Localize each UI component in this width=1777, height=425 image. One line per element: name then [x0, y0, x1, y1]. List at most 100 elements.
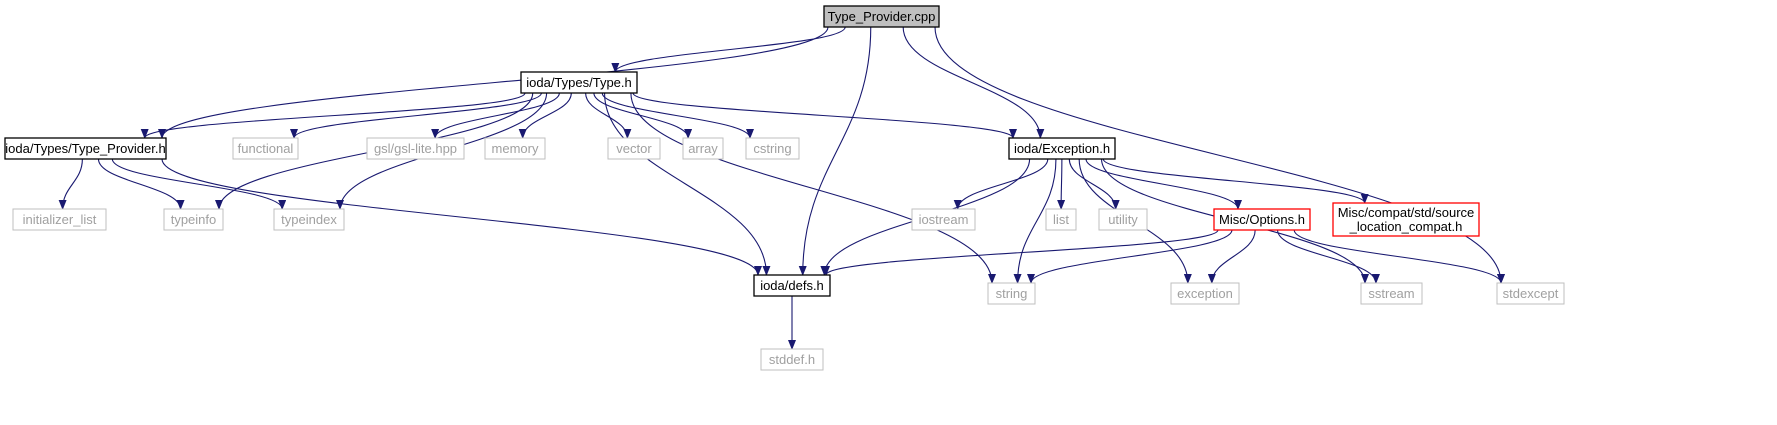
node-label-stdexcept: stdexcept [1503, 286, 1559, 301]
node-box-memory [484, 137, 546, 160]
edges-layer [58, 26, 1505, 350]
node-label-gsl_lite: gsl/gsl-lite.hpp [374, 141, 457, 156]
node-box-gsl_lite [366, 137, 465, 160]
edge-ioda_types_type_h-to-array [593, 92, 693, 139]
edge-ioda_types_type_provider_h-to-typeinfo [97, 158, 185, 210]
node-string: string [987, 282, 1036, 305]
node-label-ioda_defs_h: ioda/defs.h [760, 278, 824, 293]
node-label-ioda_exception_h: ioda/Exception.h [1014, 141, 1110, 156]
node-cstring: cstring [745, 137, 800, 160]
node-box-stddef_h [760, 348, 824, 371]
node-box-vector [607, 137, 661, 160]
node-box-ioda_exception_h [1008, 137, 1116, 160]
node-box-type_provider_cpp [823, 5, 940, 28]
edge-ioda_exception_h-to-iostream [953, 158, 1049, 210]
node-box-initializer_list [12, 208, 107, 231]
node-label-stddef_h: stddef.h [769, 352, 815, 367]
node-box-typeinfo [163, 208, 224, 231]
edge-misc_options_h-to-stdexcept [1293, 229, 1505, 284]
node-box-string [987, 282, 1036, 305]
node-box-misc_source_location [1332, 202, 1480, 237]
edge-type_provider_cpp-to-ioda_exception_h [902, 26, 1045, 139]
node-type_provider_cpp[interactable]: Type_Provider.cpp [823, 5, 940, 28]
node-label-memory: memory [492, 141, 539, 156]
node-box-sstream [1360, 282, 1423, 305]
node-box-cstring [745, 137, 800, 160]
edge-type_provider_cpp-to-stdexcept [934, 26, 1505, 284]
node-label-vector: vector [616, 141, 652, 156]
node-label-misc_source_location-line-1: _location_compat.h [1349, 219, 1463, 234]
node-box-functional [232, 137, 299, 160]
node-ioda_defs_h[interactable]: ioda/defs.h [753, 274, 831, 297]
node-vector: vector [607, 137, 661, 160]
edge-misc_options_h-to-ioda_defs_h [822, 229, 1219, 276]
node-box-typeindex [273, 208, 345, 231]
edge-ioda_types_type_h-to-ioda_exception_h [632, 92, 1017, 139]
node-box-ioda_types_type_h [520, 71, 638, 94]
node-label-typeindex: typeindex [281, 212, 337, 227]
edge-type_provider_cpp-to-ioda_types_type_provider_h [158, 26, 829, 139]
nodes-layer: Type_Provider.cpp ioda/Types/Type.h ioda/T… [4, 5, 1565, 371]
node-functional: functional [232, 137, 299, 160]
node-box-exception [1170, 282, 1240, 305]
edge-ioda_types_type_provider_h-to-typeindex [111, 158, 287, 210]
node-typeinfo: typeinfo [163, 208, 224, 231]
node-ioda_types_type_provider_h[interactable]: ioda/Types/Type_Provider.h [4, 137, 167, 160]
node-label-misc_source_location-line-0: Misc/compat/std/source [1338, 205, 1475, 220]
edge-ioda_exception_h-to-utility [1068, 158, 1120, 210]
node-ioda_types_type_h[interactable]: ioda/Types/Type.h [520, 71, 638, 94]
edge-ioda_exception_h-to-list [1057, 158, 1066, 210]
node-stdexcept: stdexcept [1496, 282, 1565, 305]
node-box-misc_options_h [1213, 208, 1311, 231]
node-sstream: sstream [1360, 282, 1423, 305]
node-utility: utility [1098, 208, 1148, 231]
node-label-misc_options_h: Misc/Options.h [1219, 212, 1305, 227]
node-gsl_lite: gsl/gsl-lite.hpp [366, 137, 465, 160]
node-label-string: string [996, 286, 1028, 301]
edge-ioda_types_type_provider_h-to-ioda_defs_h [161, 158, 762, 276]
node-label-initializer_list: initializer_list [23, 212, 97, 227]
node-stddef_h: stddef.h [760, 348, 824, 371]
node-box-ioda_defs_h [753, 274, 831, 297]
edge-misc_options_h-to-string [1027, 229, 1233, 284]
edge-ioda_types_type_h-to-memory [518, 92, 572, 139]
node-typeindex: typeindex [273, 208, 345, 231]
node-box-stdexcept [1496, 282, 1565, 305]
edge-misc_options_h-to-sstream [1276, 229, 1380, 284]
node-label-typeinfo: typeinfo [171, 212, 217, 227]
edge-ioda_types_type_h-to-ioda_types_type_provider_h [140, 92, 526, 139]
node-box-utility [1098, 208, 1148, 231]
edge-type_provider_cpp-to-ioda_types_type_h [611, 26, 846, 73]
node-label-array: array [688, 141, 718, 156]
node-exception: exception [1170, 282, 1240, 305]
edge-ioda_exception_h-to-string [1013, 158, 1057, 284]
node-label-iostream: iostream [919, 212, 969, 227]
node-label-ioda_types_type_h: ioda/Types/Type.h [526, 75, 632, 90]
node-box-list [1045, 208, 1077, 231]
edge-ioda_types_type_h-to-cstring [601, 92, 754, 139]
node-label-cstring: cstring [753, 141, 791, 156]
edge-ioda_types_type_h-to-gsl_lite [431, 92, 560, 139]
edge-ioda_exception_h-to-misc_options_h [1085, 158, 1242, 210]
node-box-ioda_types_type_provider_h [4, 137, 167, 160]
node-misc_options_h[interactable]: Misc/Options.h [1213, 208, 1311, 231]
node-list: list [1045, 208, 1077, 231]
edge-ioda_exception_h-to-misc_source_location [1102, 158, 1369, 204]
node-box-array [682, 137, 724, 160]
edge-type_provider_cpp-to-ioda_defs_h [798, 26, 872, 276]
node-label-list: list [1053, 212, 1069, 227]
edge-ioda_types_type_h-to-string [630, 92, 996, 284]
node-box-iostream [911, 208, 976, 231]
node-misc_source_location[interactable]: Misc/compat/std/source_location_compat.h [1332, 202, 1480, 237]
node-memory: memory [484, 137, 546, 160]
node-iostream: iostream [911, 208, 976, 231]
node-label-ioda_types_type_provider_h: ioda/Types/Type_Provider.h [5, 141, 165, 156]
node-label-type_provider_cpp: Type_Provider.cpp [828, 9, 936, 24]
edge-ioda_types_type_provider_h-to-initializer_list [58, 158, 83, 210]
node-label-sstream: sstream [1368, 286, 1414, 301]
node-ioda_exception_h[interactable]: ioda/Exception.h [1008, 137, 1116, 160]
edge-ioda_types_type_h-to-vector [585, 92, 632, 139]
node-array: array [682, 137, 724, 160]
edge-misc_options_h-to-exception [1207, 229, 1256, 284]
